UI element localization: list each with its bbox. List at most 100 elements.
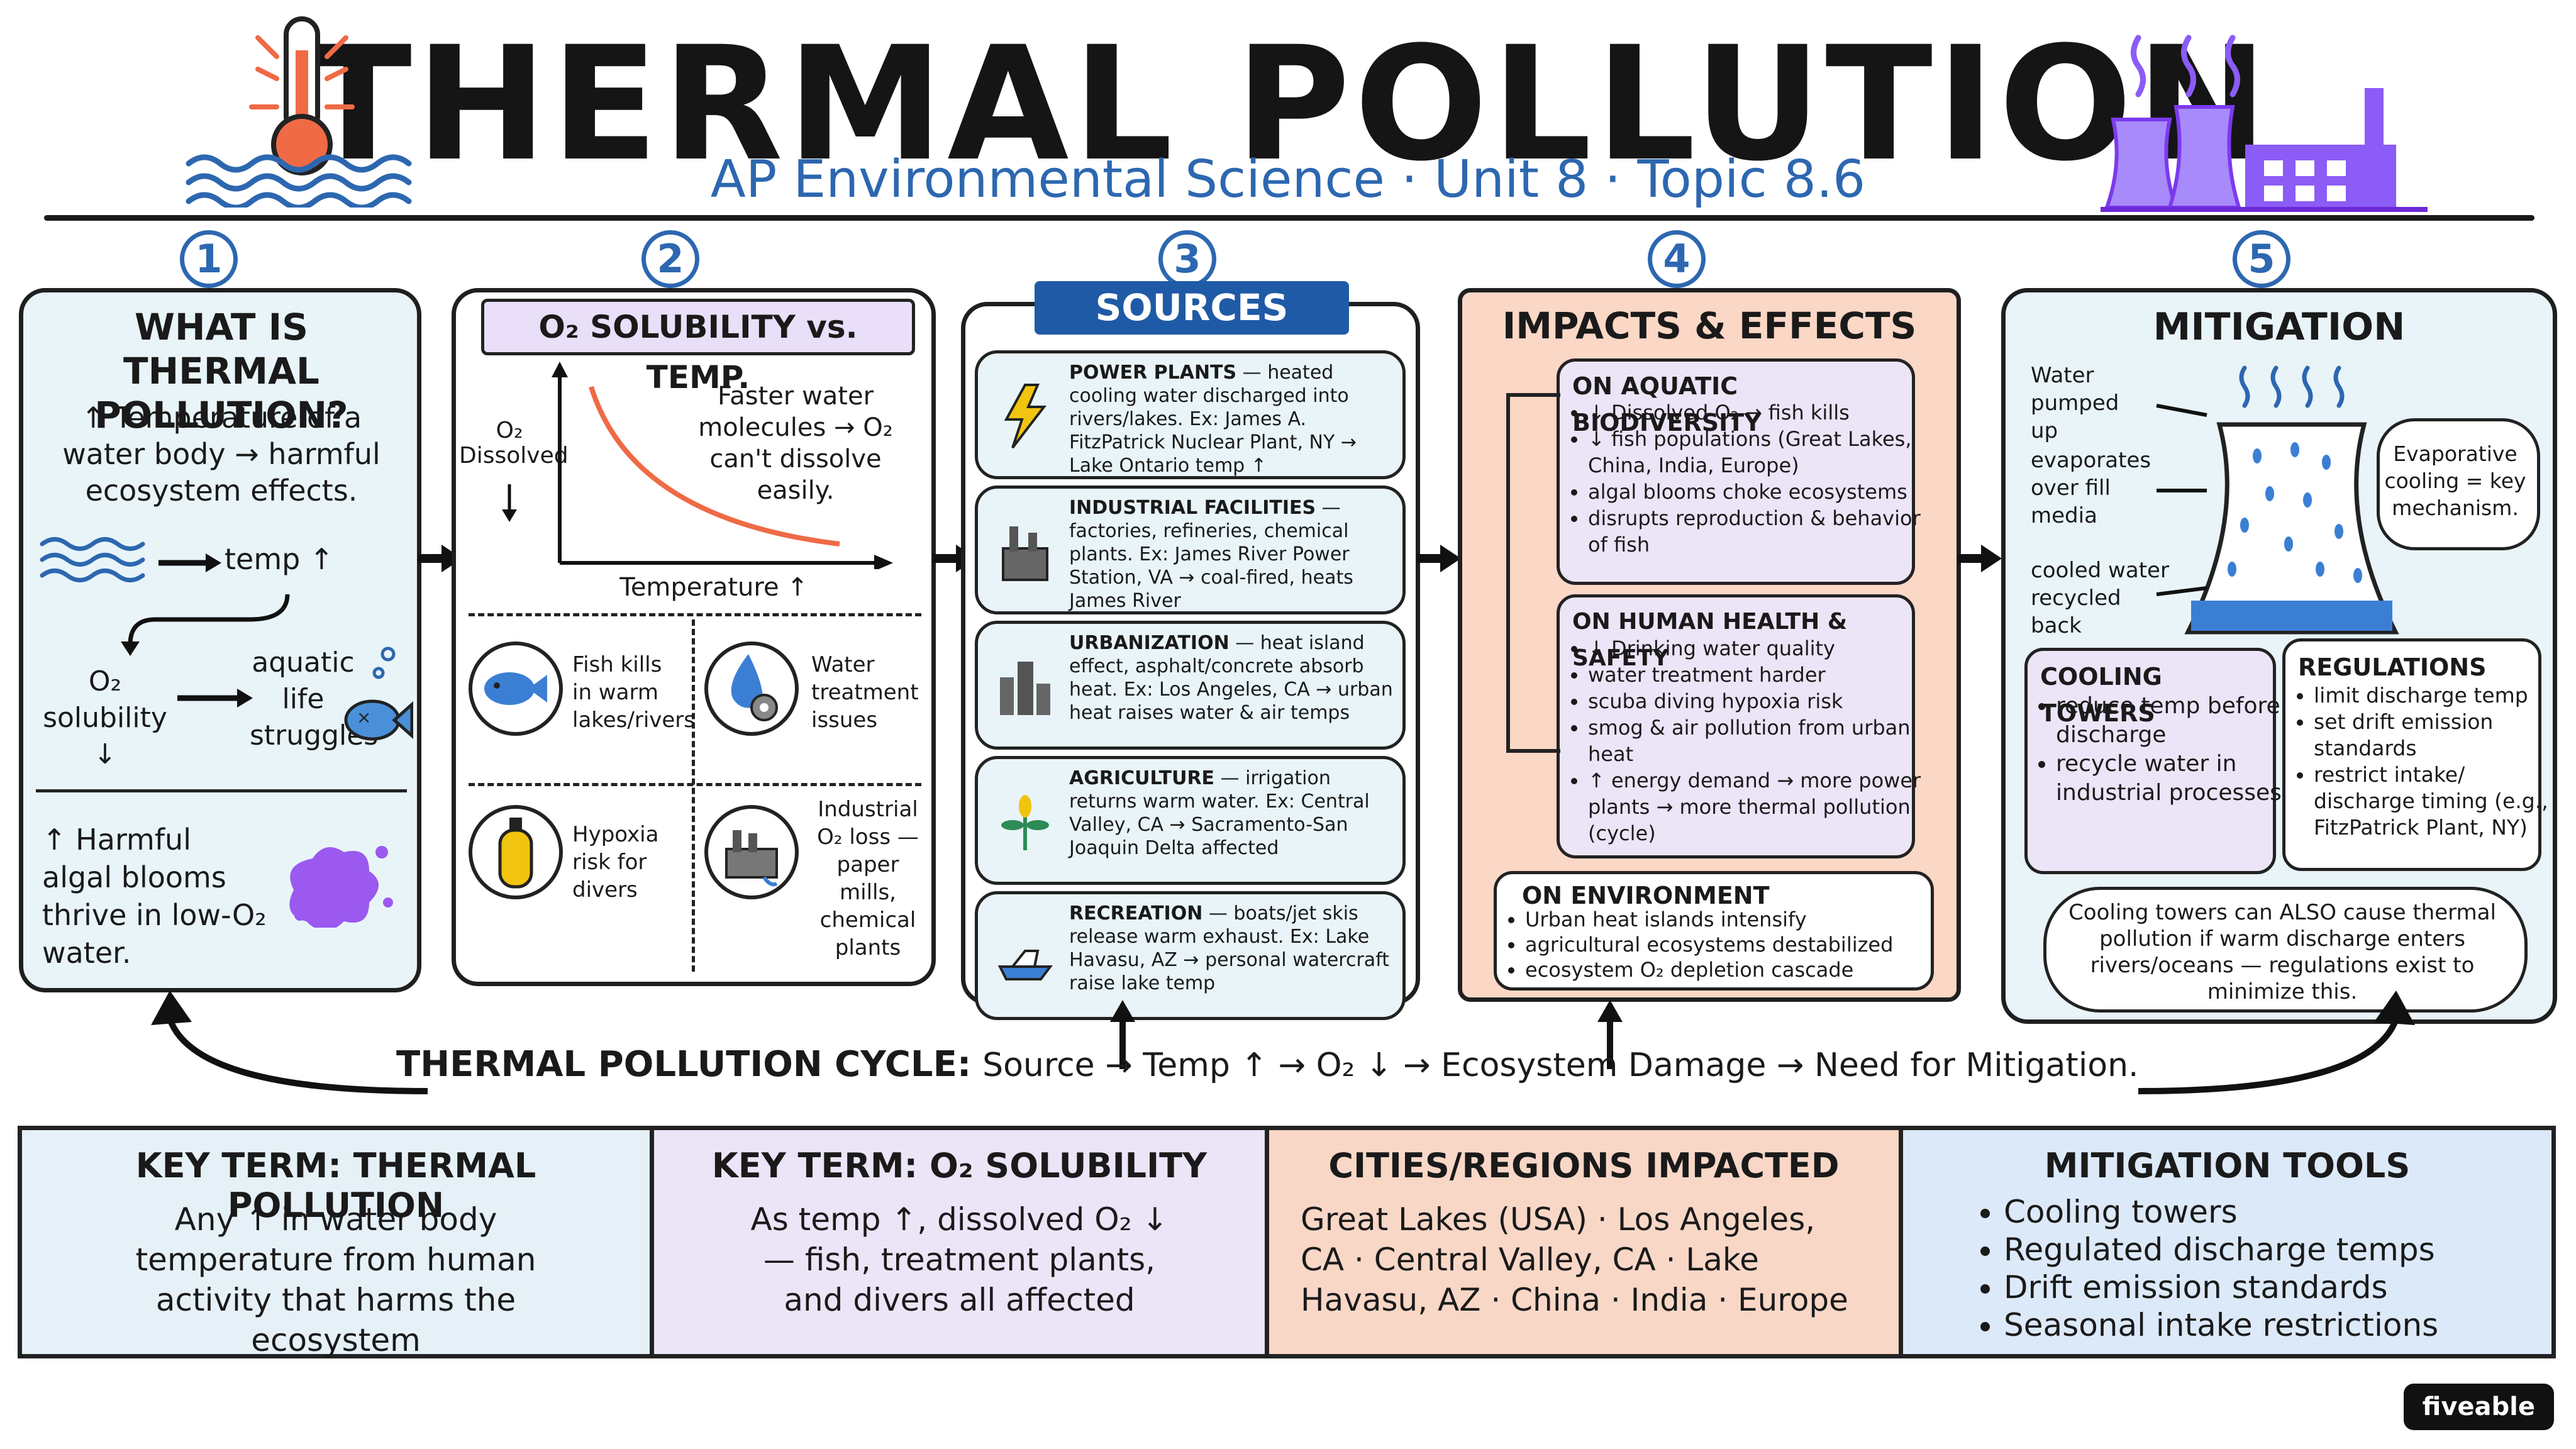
industrial-plant-icon xyxy=(704,805,799,899)
y-axis-label: O₂ Dissolved xyxy=(459,418,569,469)
list-item: smog & air pollution from urban heat xyxy=(1588,714,1928,767)
aquatic-card: ON AQUATIC BIODIVERSITY ↓ Dissolved O₂ →… xyxy=(1557,358,1921,585)
bottom-title: CITIES/REGIONS IMPACTED xyxy=(1328,1146,1840,1185)
source-text: URBANIZATION — heat island effect, aspha… xyxy=(1069,631,1396,724)
panel-impacts: IMPACTS & EFFECTS ON AQUATIC BIODIVERSIT… xyxy=(1458,288,1961,1002)
list-item: restrict intake/ discharge timing (e.g.,… xyxy=(2314,762,2559,841)
bubble-text: Evaporative cooling = key mechanism. xyxy=(2384,441,2526,520)
source-card: URBANIZATION — heat island effect, aspha… xyxy=(975,621,1406,750)
source-body: — boats/jet skis release warm exhaust. E… xyxy=(1069,902,1389,994)
mitigation-tools-list: Cooling towers Regulated discharge temps… xyxy=(1972,1193,2438,1344)
key-term-o2-solubility: KEY TERM: O₂ SOLUBILITY As temp ↑, disso… xyxy=(650,1126,1269,1358)
list-item: ecosystem O₂ depletion cascade xyxy=(1525,957,1953,982)
source-card: INDUSTRIAL FACILITIES — factories, refin… xyxy=(975,486,1406,614)
panel-title: O₂ SOLUBILITY vs. TEMP. xyxy=(481,299,915,396)
list-item: agricultural ecosystems destabilized xyxy=(1525,932,1953,957)
list-item: ↓ fish populations (Great Lakes, China, … xyxy=(1588,426,1928,479)
panel-what-is: WHAT IS THERMAL POLLUTION? ↑ Temperature… xyxy=(19,288,421,992)
tower-label-recycled: cooled water recycled back xyxy=(2031,558,2169,638)
source-heading: URBANIZATION xyxy=(1069,632,1230,654)
step-number-2: 2 xyxy=(641,230,699,288)
list-item: recycle water in industrial processes xyxy=(2056,750,2295,808)
list-item: disrupts reproduction & behavior of fish xyxy=(1588,505,1928,558)
note-cloud xyxy=(2043,887,2528,1013)
solubility-curve-chart xyxy=(552,362,893,569)
crop-icon xyxy=(1001,795,1049,850)
regulations-card: REGULATIONS limit discharge temp set dri… xyxy=(2282,638,2548,871)
aquatic-list: ↓ Dissolved O₂ → fish kills ↓ fish popul… xyxy=(1560,399,1928,558)
svg-text:×: × xyxy=(357,707,371,728)
fish-icon xyxy=(469,641,563,736)
source-text: INDUSTRIAL FACILITIES — factories, refin… xyxy=(1069,496,1396,613)
source-body: — factories, refineries, chemical plants… xyxy=(1069,497,1353,612)
divider xyxy=(692,619,695,972)
bottom-title: MITIGATION TOOLS xyxy=(2044,1146,2411,1185)
water-waves-icon xyxy=(40,537,145,582)
cycle-title: THERMAL POLLUTION CYCLE: xyxy=(396,1044,972,1085)
list-item: Seasonal intake restrictions xyxy=(2004,1306,2438,1344)
step-number-5: 5 xyxy=(2233,230,2290,288)
environment-card: ON ENVIRONMENT Urban heat islands intens… xyxy=(1494,871,1934,991)
list-item: Cooling towers xyxy=(2004,1193,2438,1231)
step-number-4: 4 xyxy=(1648,230,1706,288)
list-item: limit discharge temp xyxy=(2314,682,2559,709)
list-item: water treatment harder xyxy=(1588,662,1928,688)
y-axis-down-arrow-icon xyxy=(502,484,517,522)
cities-regions-impacted: CITIES/REGIONS IMPACTED Great Lakes (USA… xyxy=(1265,1126,1903,1358)
thermometer-icon xyxy=(186,16,412,208)
key-term-thermal-pollution: KEY TERM: THERMAL POLLUTION Any ↑ in wat… xyxy=(18,1126,654,1358)
cooling-list: reduce temp before discharge recycle wat… xyxy=(2028,692,2295,808)
source-heading: RECREATION xyxy=(1069,902,1203,924)
arrow-icon xyxy=(158,553,221,572)
divider xyxy=(469,783,921,786)
list-item: Urban heat islands intensify xyxy=(1525,907,1953,932)
city-icon xyxy=(1000,662,1050,715)
aquatic-life-label: aquatic life struggles xyxy=(250,647,379,752)
source-heading: AGRICULTURE xyxy=(1069,767,1215,789)
tower-label-pumped: Water pumped up xyxy=(2031,363,2119,443)
list-item: Drift emission standards xyxy=(2004,1269,2438,1306)
bottom-text: Any ↑ in water body temperature from hum… xyxy=(135,1201,536,1358)
page-subtitle: AP Environmental Science · Unit 8 · Topi… xyxy=(710,150,1866,209)
arrow-icon xyxy=(177,689,253,708)
aquatic-title: ON AQUATIC BIODIVERSITY xyxy=(1572,372,1762,436)
x-axis-label: Temperature ↑ xyxy=(619,573,808,602)
cycle-arrow-icon xyxy=(151,991,2415,1094)
header-divider xyxy=(44,215,2534,221)
tower-label-evaporates: evaporates over fill media xyxy=(2031,448,2151,528)
env-title: ON ENVIRONMENT xyxy=(1522,882,1770,909)
panel-sources: SOURCES POWER PLANTS — heated cooling wa… xyxy=(961,281,1420,1020)
speech-bubble xyxy=(2377,418,2540,550)
human-list: ↓ Drinking water quality water treatment… xyxy=(1560,635,1928,847)
list-item: scuba diving hypoxia risk xyxy=(1588,688,1928,714)
step-number-1: 1 xyxy=(180,230,238,288)
source-heading: POWER PLANTS xyxy=(1069,362,1237,384)
water-drop-gear-icon xyxy=(704,641,799,736)
panel-title: WHAT IS THERMAL POLLUTION? xyxy=(94,306,348,436)
intro-text: ↑ Temperature of a water body → harmful … xyxy=(62,401,380,508)
source-text: AGRICULTURE — irrigation returns warm wa… xyxy=(1069,767,1396,860)
list-item: ↓ Dissolved O₂ → fish kills xyxy=(1588,399,1928,426)
bottom-title: KEY TERM: THERMAL POLLUTION xyxy=(135,1146,536,1225)
bottom-text: As temp ↑, dissolved O₂ ↓ — fish, treatm… xyxy=(750,1201,1169,1318)
page-title: THERMAL POLLUTION xyxy=(304,13,2272,196)
quad-hypoxia: Hypoxia risk for divers xyxy=(572,822,659,902)
regulations-list: limit discharge temp set drift emission … xyxy=(2285,682,2559,841)
list-item: algal blooms choke ecosystems xyxy=(1588,479,1928,505)
source-body: — heated cooling water discharged into r… xyxy=(1069,362,1357,477)
human-title: ON HUMAN HEALTH & SAFETY xyxy=(1572,609,1848,671)
sad-fish-icon: × xyxy=(344,647,413,741)
lightning-icon xyxy=(1004,384,1047,449)
temp-label: temp ↑ xyxy=(225,542,334,576)
curve-note: Faster water molecules → O₂ can't dissol… xyxy=(698,382,893,505)
quad-industrial: Industrial O₂ loss — paper mills, chemic… xyxy=(817,797,919,960)
list-item: ↑ energy demand → more power plants → mo… xyxy=(1588,767,1928,847)
cycle-label: THERMAL POLLUTION CYCLE: Source → Temp ↑… xyxy=(396,1044,2139,1085)
panel-title: MITIGATION xyxy=(2153,305,2406,349)
quad-water-treatment: Water treatment issues xyxy=(811,652,919,733)
panel-title: SOURCES xyxy=(1035,281,1349,335)
algae-icon xyxy=(289,846,393,928)
divider xyxy=(469,613,921,616)
bottom-text: Great Lakes (USA) · Los Angeles, CA · Ce… xyxy=(1301,1201,1848,1318)
source-text: POWER PLANTS — heated cooling water disc… xyxy=(1069,361,1396,477)
